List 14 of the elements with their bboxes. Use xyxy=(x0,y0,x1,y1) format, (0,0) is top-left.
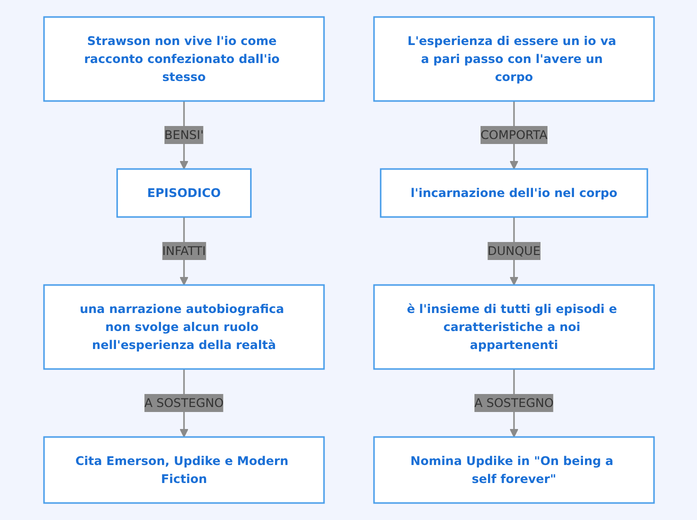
node-box: Strawson non vive l'io come racconto confezionato dall'io stesso xyxy=(42,16,324,102)
edge-label: A SOSTEGNO xyxy=(144,396,224,410)
edge-label: BENSI' xyxy=(164,128,204,142)
node-box: L'esperienza di essere un io va a pari passo con l'avere un corpo xyxy=(372,16,654,102)
node-box: EPISODICO xyxy=(116,168,252,218)
edge-label: DUNQUE xyxy=(487,244,540,258)
node-box: l'incarnazione dell'io nel corpo xyxy=(379,168,648,218)
node-box: Nomina Updike in "On being a self forever" xyxy=(372,436,654,504)
node-box: Cita Emerson, Updike e Modern Fiction xyxy=(42,436,324,504)
edge-label: A SOSTEGNO xyxy=(474,396,554,410)
edge-label: COMPORTA xyxy=(480,128,547,142)
node-box: è l'insieme di tutti gli episodi e caratteristiche a noi appartenenti xyxy=(372,284,654,370)
node-box: una narrazione autobiografica non svolge alcun ruolo nell'esperienza della realtà xyxy=(42,284,324,370)
edge-label: INFATTI xyxy=(162,244,206,258)
